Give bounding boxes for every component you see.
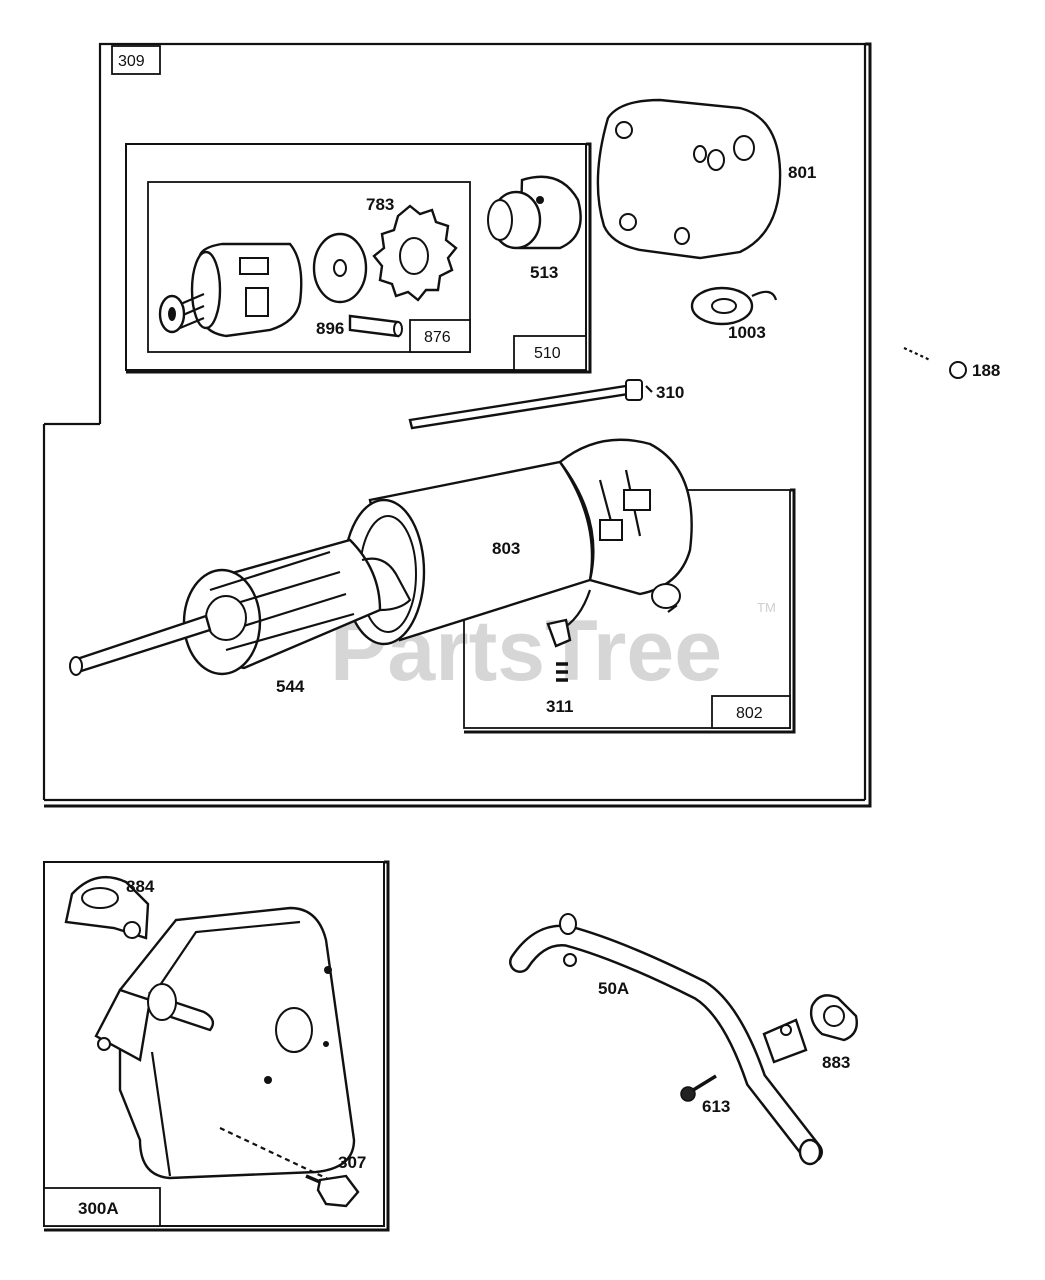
label-884: 884: [126, 877, 155, 896]
drive-pinion-part: [158, 242, 303, 338]
pinion-kit-box: 876: [147, 181, 471, 353]
muffler-assembly-frame: 300A: [43, 860, 390, 1232]
starter-assembly-frame: 309: [42, 42, 872, 808]
muffler-screw-part: [305, 1174, 360, 1208]
label-803: 803: [492, 539, 520, 558]
through-bolt-part: [408, 379, 653, 430]
gear-part: [372, 204, 458, 302]
label-311: 311: [546, 697, 573, 716]
washer-part: [312, 232, 368, 304]
seal-part: [690, 286, 778, 326]
watermark-trademark: TM: [757, 600, 776, 615]
label-544: 544: [276, 677, 305, 696]
label-307: 307: [338, 1153, 366, 1172]
label-50a: 50A: [598, 979, 629, 998]
group-label-300a: 300A: [78, 1199, 119, 1218]
label-613: 613: [702, 1097, 730, 1116]
label-801: 801: [788, 163, 816, 182]
label-883: 883: [822, 1053, 850, 1072]
label-1003: 1003: [728, 323, 766, 342]
breather-tube-part: [509, 913, 823, 1166]
drive-kit-box: 510: [125, 142, 592, 374]
clutch-part: [487, 175, 582, 250]
label-510: 510: [534, 345, 561, 362]
group-label-309: 309: [118, 53, 145, 70]
group-label-box-309: [111, 45, 161, 75]
label-188: 188: [972, 361, 1000, 380]
label-802: 802: [736, 705, 763, 722]
label-876: 876: [424, 329, 451, 346]
tube-screw-part: [680, 1074, 717, 1102]
muffler-body-part: [94, 906, 356, 1181]
label-310: 310: [656, 383, 684, 402]
end-cap-part: [596, 98, 782, 260]
label-783: 783: [366, 195, 394, 214]
armature-part: [69, 538, 412, 676]
clamp-part: [64, 875, 150, 940]
terminal-part: [546, 618, 572, 682]
label-513: 513: [530, 263, 558, 282]
pin-part: [348, 314, 403, 338]
gasket-part: [809, 994, 858, 1042]
small-part-188: [903, 347, 967, 379]
brush-plate-part: [558, 438, 693, 631]
label-896: 896: [316, 319, 344, 338]
